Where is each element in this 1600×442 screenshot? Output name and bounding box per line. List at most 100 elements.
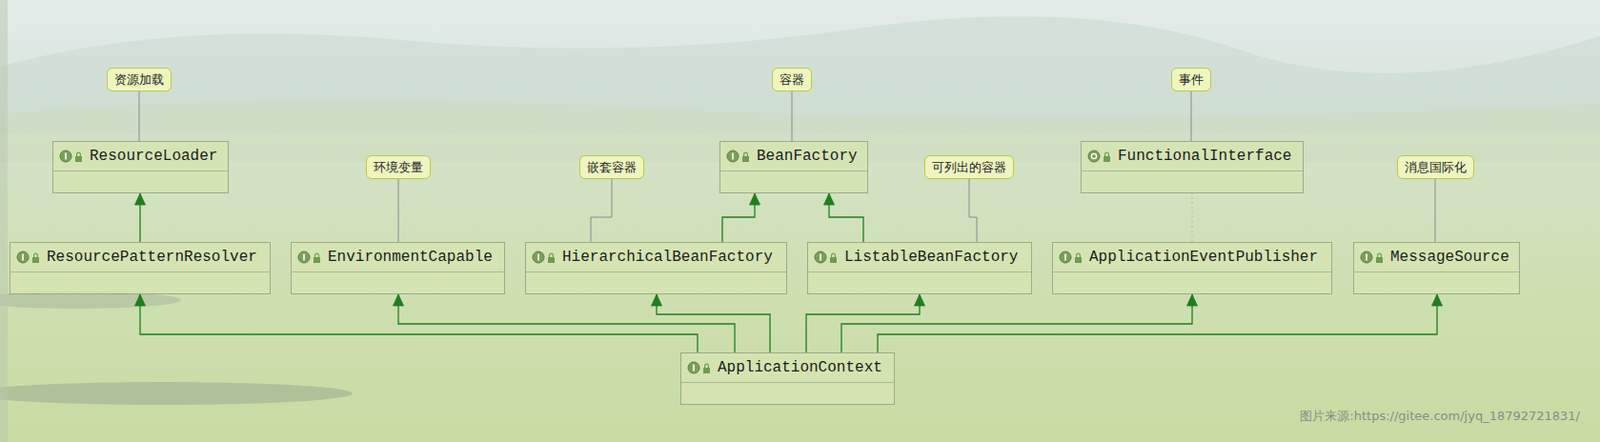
interface-name: ResourceLoader	[89, 147, 218, 165]
box-body	[526, 272, 787, 294]
callout-text: 容器	[779, 71, 805, 89]
arrowhead	[749, 193, 761, 205]
lock-icon	[547, 257, 555, 264]
interface-icon	[813, 249, 843, 265]
lock-icon	[1074, 257, 1082, 264]
interface-mark	[303, 254, 305, 262]
note-callout: 嵌套容器	[579, 155, 645, 180]
note-link	[398, 179, 400, 243]
lock-shackle	[549, 253, 554, 258]
interface-box: ListableBeanFactory	[807, 242, 1033, 295]
interface-box: ResourceLoader	[52, 141, 229, 194]
lock-shackle	[1076, 253, 1081, 258]
arrowhead	[651, 294, 663, 306]
box-body	[291, 272, 505, 294]
note-link	[590, 179, 612, 243]
box-header: BeanFactory	[720, 141, 868, 172]
callout-text: 消息国际化	[1404, 159, 1467, 177]
box-header: MessageSource	[1354, 243, 1519, 273]
box-body	[720, 171, 868, 193]
note-link	[139, 91, 141, 142]
lock-shackle	[705, 364, 709, 368]
icon-circle	[1059, 251, 1072, 264]
lock-icon	[313, 257, 321, 264]
interface-box: ApplicationEventPublisher	[1052, 242, 1333, 295]
icon-circle	[532, 251, 545, 264]
box-header: FunctionalInterface	[1081, 141, 1303, 172]
icon-circle	[17, 251, 29, 264]
box-body	[1081, 171, 1303, 193]
lock-shackle	[831, 253, 836, 258]
lock-icon	[75, 156, 82, 163]
interface-icon	[726, 148, 755, 164]
inheritance-arrow	[398, 294, 735, 353]
icon-circle	[727, 150, 739, 163]
box-body	[10, 272, 270, 294]
box-header: ResourceLoader	[53, 141, 228, 172]
interface-box: ResourcePatternResolver	[9, 242, 271, 295]
lock-shackle	[77, 152, 82, 157]
note-link	[1191, 91, 1193, 142]
inheritance-arrow	[829, 193, 864, 243]
interface-mark	[537, 254, 540, 262]
box-header: ApplicationContext	[681, 353, 894, 384]
box-body	[1354, 272, 1519, 294]
interface-box: BeanFactory	[719, 141, 869, 194]
note-link	[1192, 193, 1194, 243]
arrowhead	[135, 294, 146, 306]
annotation-mark	[1091, 153, 1096, 159]
lock-shackle	[34, 253, 39, 258]
note-callout: 容器	[771, 67, 812, 92]
interface-name: BeanFactory	[756, 147, 858, 165]
callout-text: 资源加载	[114, 71, 164, 89]
icon-circle	[1088, 150, 1100, 163]
interface-icon	[59, 148, 88, 164]
icon-circle	[1360, 251, 1373, 264]
callout-text: 可列出的容器	[931, 159, 1007, 177]
note-callout: 消息国际化	[1397, 155, 1475, 180]
icon-circle	[814, 251, 827, 264]
interface-mark	[731, 153, 734, 161]
note-link	[1435, 179, 1437, 243]
box-header: ResourcePatternResolver	[10, 243, 270, 273]
inheritance-arrow	[877, 294, 1438, 353]
interface-icon	[16, 249, 45, 265]
arrowhead	[393, 294, 405, 306]
interface-name: ResourcePatternResolver	[46, 248, 258, 266]
interface-name: FunctionalInterface	[1117, 147, 1292, 165]
interface-box: FunctionalInterface	[1080, 141, 1304, 194]
inheritance-arrow	[722, 193, 755, 243]
interface-name: ListableBeanFactory	[844, 248, 1018, 266]
icon-circle	[60, 150, 72, 163]
interface-icon	[1359, 249, 1389, 265]
interface-name: HierarchicalBeanFactory	[562, 248, 773, 266]
lock-icon	[32, 257, 40, 264]
box-header: EnvironmentCapable	[291, 243, 505, 273]
lock-icon	[703, 367, 710, 374]
interface-name: ApplicationEventPublisher	[1089, 248, 1318, 266]
interface-mark	[819, 254, 822, 262]
interface-box: EnvironmentCapable	[290, 242, 506, 295]
interface-mark	[1365, 254, 1368, 262]
callout-text: 嵌套容器	[587, 159, 637, 177]
interface-icon	[531, 249, 561, 265]
interface-icon	[1087, 148, 1116, 164]
interface-name: EnvironmentCapable	[327, 248, 493, 266]
note-callout: 事件	[1171, 67, 1212, 92]
interface-name: ApplicationContext	[717, 359, 883, 377]
icon-circle	[298, 251, 310, 264]
watermark: 图片来源:https://gitee.com/jyq_18792721831/	[1299, 407, 1580, 426]
lock-icon	[1376, 257, 1383, 264]
interface-box: ApplicationContext	[680, 352, 895, 406]
interface-mark	[1064, 254, 1067, 262]
interface-icon	[1058, 249, 1088, 265]
arrowhead	[135, 193, 146, 205]
callout-text: 环境变量	[373, 159, 424, 177]
interface-icon	[687, 360, 716, 376]
arrowhead	[824, 193, 835, 205]
note-callout: 环境变量	[365, 155, 431, 180]
inheritance-arrow	[841, 294, 1193, 353]
note-callout: 可列出的容器	[924, 155, 1014, 180]
interface-box: MessageSource	[1353, 242, 1520, 295]
